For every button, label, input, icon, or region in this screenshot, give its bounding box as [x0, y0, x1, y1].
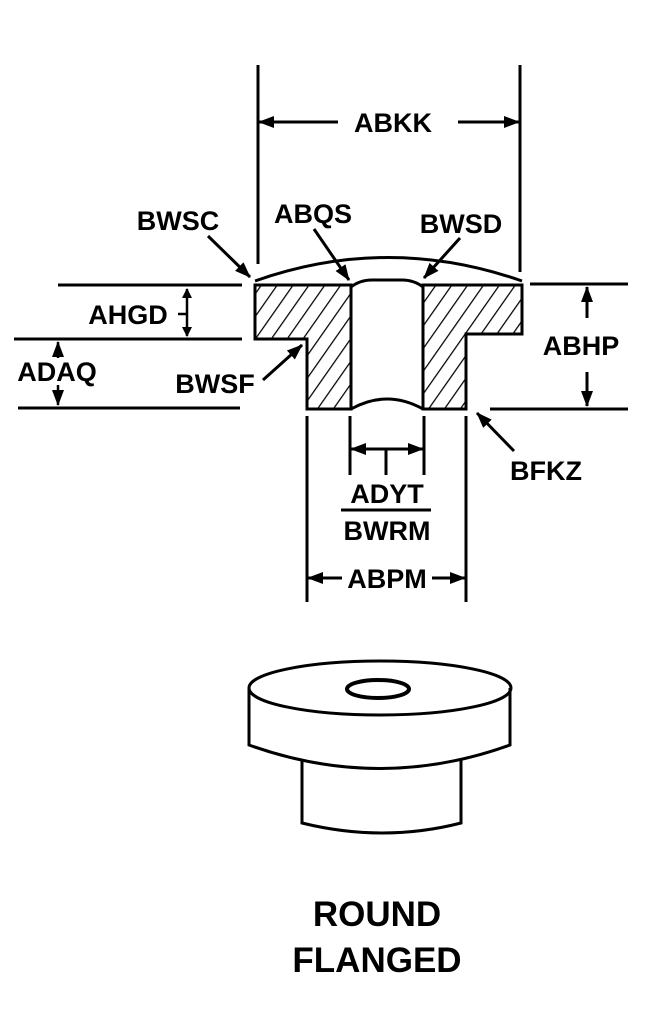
label-bwsd: BWSD [420, 209, 503, 239]
callout-bfkz: BFKZ [475, 411, 582, 486]
bore-bottom-curve [350, 397, 424, 411]
label-bwrm: BWRM [344, 516, 431, 546]
dimension-ahgd: AHGD [88, 288, 192, 337]
section-left-half [253, 283, 353, 411]
label-abkk: ABKK [354, 108, 432, 138]
bore-top-curve [350, 278, 424, 289]
dimension-abkk: ABKK [256, 65, 522, 272]
dimension-abhp: ABHP [543, 286, 620, 407]
section-view [253, 256, 524, 411]
label-abpm: ABPM [347, 564, 427, 594]
label-abqs: ABQS [274, 199, 352, 229]
iso-shank [300, 760, 463, 835]
title-line-1: ROUND [313, 895, 441, 934]
callout-bwsf: BWSF [175, 343, 304, 399]
label-adaq: ADAQ [17, 357, 97, 387]
domed-top-surface [254, 256, 523, 283]
callout-abqs: ABQS [274, 199, 352, 281]
label-bfkz: BFKZ [510, 456, 582, 486]
iso-flange-side [247, 688, 512, 770]
iso-bore [345, 678, 411, 700]
callout-bwsc: BWSC [137, 206, 252, 279]
callout-bwsd: BWSD [420, 209, 503, 280]
title-line-2: FLANGED [292, 941, 461, 980]
label-ahgd: AHGD [88, 300, 168, 330]
extension-lines [14, 282, 628, 411]
section-right-half [421, 283, 524, 411]
dimension-abpm: ABPM [305, 416, 468, 602]
isometric-view [247, 659, 513, 835]
dimension-adaq: ADAQ [17, 341, 97, 406]
label-bwsc: BWSC [137, 206, 220, 236]
label-bwsf: BWSF [175, 369, 254, 399]
iso-flange-top [247, 659, 513, 717]
label-abhp: ABHP [543, 331, 620, 361]
dimension-adyt-bwrm: ADYT BWRM [341, 416, 431, 546]
label-adyt: ADYT [350, 479, 424, 509]
